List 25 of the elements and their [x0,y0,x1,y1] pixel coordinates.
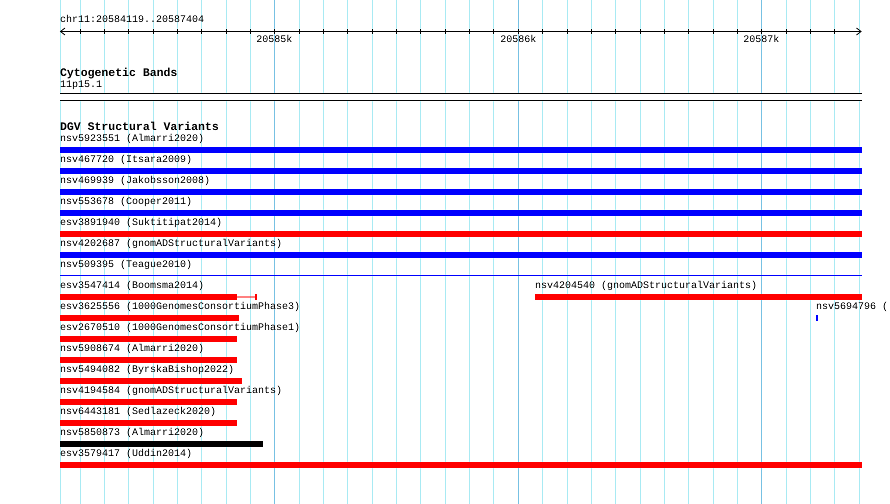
variant-label: nsv5850873 (Almarri2020) [60,429,204,439]
variant-label: nsv4194584 (gnomADStructuralVariants) [60,387,282,397]
variant-label: esv3891940 (Suktitipat2014) [60,219,222,229]
variant-label: esv3579417 (Uddin2014) [60,450,192,460]
variant-label: nsv6443181 (Sedlazeck2020) [60,408,216,418]
variant-label: nsv467720 (Itsara2009) [60,156,192,166]
tick-label: 20585k [256,36,292,46]
variant-label: nsv4202687 (gnomADStructuralVariants) [60,240,282,250]
variant-label: esv2670510 (1000GenomesConsortiumPhase1) [60,324,300,334]
tick-label: 20587k [743,36,780,46]
variant-label: nsv5494082 (ByrskaBishop2022) [60,366,234,376]
track-title: Cytogenetic Bands [60,68,178,80]
variant-label: esv3625556 (1000GenomesConsortiumPhase3) [60,303,300,313]
variant-label: nsv553678 (Cooper2011) [60,198,192,208]
band-label: 11p15.1 [60,81,102,91]
variant-label: nsv5908674 (Almarri2020) [60,345,204,355]
variant-label: esv3547414 (Boomsma2014) [60,282,204,292]
region-label: chr11:20584119..20587404 [60,16,204,26]
variant-label: nsv509395 (Teague2010) [60,261,192,271]
variant-label: nsv5694796 ( [816,303,888,313]
tick-label: 20586k [500,36,536,46]
variant-label: nsv469939 (Jakobsson2008) [60,177,210,187]
track-title: DGV Structural Variants [60,122,219,134]
variant-label: nsv5923551 (Almarri2020) [60,135,204,145]
variant-label: nsv4204540 (gnomADStructuralVariants) [535,282,758,292]
